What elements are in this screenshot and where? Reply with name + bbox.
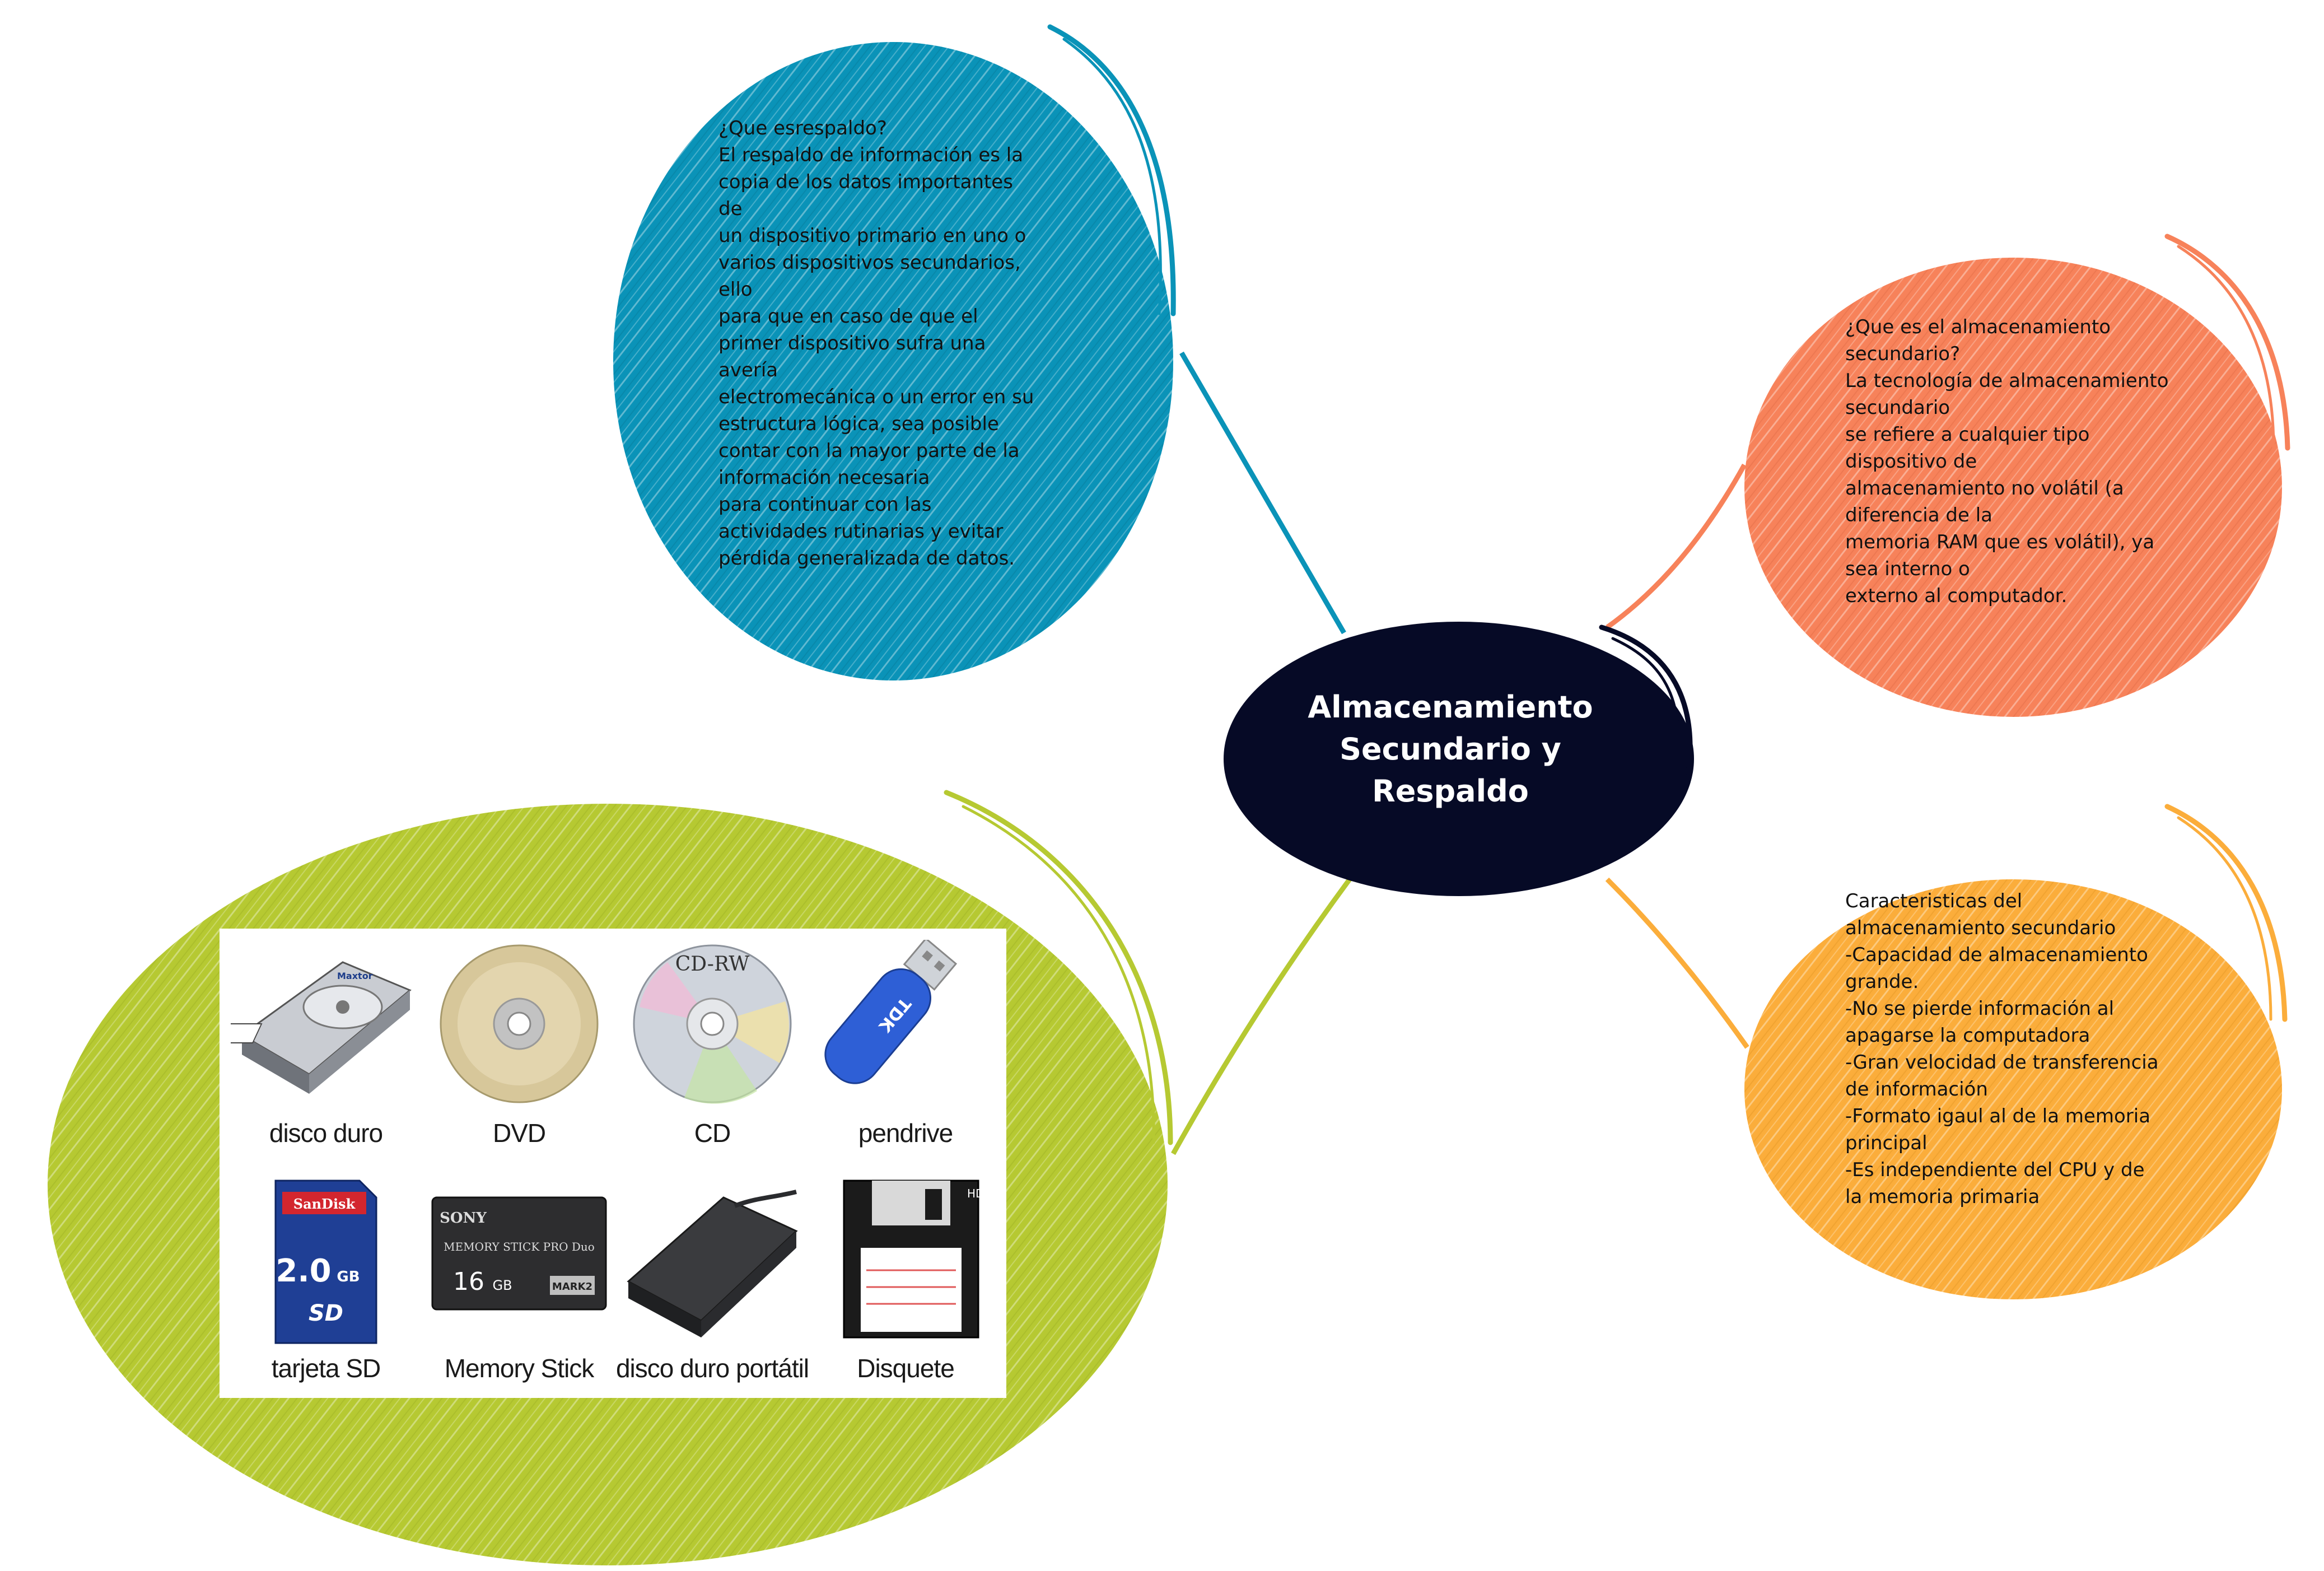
dvd-icon [440, 944, 599, 1103]
device-label: DVD [492, 1118, 546, 1148]
device-dvd: DVD [424, 940, 614, 1164]
connector-dispositivos [1171, 878, 1352, 1155]
svg-text:SD: SD [309, 1300, 343, 1326]
device-label: CD [694, 1118, 731, 1148]
portable-drive-icon [627, 1190, 798, 1337]
storage-devices-image: Maxtor disco duro DVD CD-RW CD [220, 929, 1006, 1398]
device-pendrive: TDK pendrive [810, 940, 1001, 1164]
topic-bubble-caracteristicas[interactable] [1744, 804, 2288, 1299]
topic-bubble-respaldo[interactable] [613, 24, 1176, 680]
sd-brand: SanDisk [293, 1196, 356, 1212]
device-label: Memory Stick [444, 1354, 595, 1383]
memory-stick-badge: MARK2 [552, 1281, 592, 1293]
device-label: disco duro [269, 1118, 383, 1148]
memory-stick-brand: SONY [440, 1210, 487, 1227]
memory-stick-icon: SONY MEMORY STICK PRO Duo 16 GB MARK2 [431, 1196, 607, 1311]
central-node[interactable] [1224, 622, 1694, 896]
topic-text-caracteristicas: Caracteristicas del almacenamiento secun… [1845, 890, 2159, 1208]
device-label: tarjeta SD [271, 1354, 381, 1383]
sd-card-icon: SanDisk 2.0 GB SD [274, 1180, 377, 1344]
device-sd-card: SanDisk 2.0 GB SD tarjeta SD [231, 1175, 421, 1399]
cd-icon: CD-RW [633, 944, 792, 1104]
memory-stick-unit: GB [492, 1278, 512, 1293]
topic-text-almacenamiento: ¿Que es el almacenamiento secundario? La… [1845, 316, 2169, 607]
central-title: Almacenamiento Secundario y Respaldo [1308, 689, 1593, 809]
connector-caracteristicas [1605, 877, 1749, 1049]
device-portable-drive: disco duro portátil [616, 1175, 809, 1399]
cd-disc-text: CD-RW [675, 953, 750, 976]
sd-unit: GB [337, 1269, 360, 1285]
topic-text-respaldo: ¿Que esrespaldo? El respaldo de informac… [718, 117, 1034, 570]
device-label: Disquete [857, 1354, 955, 1383]
device-memory-stick: SONY MEMORY STICK PRO Duo 16 GB MARK2 Me… [424, 1175, 614, 1399]
connector-respaldo [1179, 351, 1346, 635]
device-label: disco duro portátil [615, 1354, 809, 1383]
usb-drive-icon: TDK [824, 940, 958, 1084]
floppy-disk-icon: HD [843, 1180, 984, 1339]
memory-stick-model: MEMORY STICK PRO Duo [444, 1240, 595, 1253]
device-floppy-disk: HD Disquete [810, 1175, 1001, 1399]
hard-drive-icon: Maxtor [231, 961, 412, 1094]
svg-text:Maxtor: Maxtor [337, 971, 373, 981]
floppy-mark: HD [967, 1187, 984, 1200]
connector-almacenamiento [1606, 463, 1747, 630]
device-hard-drive: Maxtor disco duro [231, 940, 421, 1164]
sd-capacity: 2.0 [276, 1253, 331, 1289]
device-cd: CD-RW CD [617, 940, 808, 1164]
topic-bubble-almacenamiento[interactable] [1744, 234, 2290, 717]
device-label: pendrive [858, 1118, 953, 1148]
memory-stick-capacity: 16 [453, 1267, 484, 1296]
